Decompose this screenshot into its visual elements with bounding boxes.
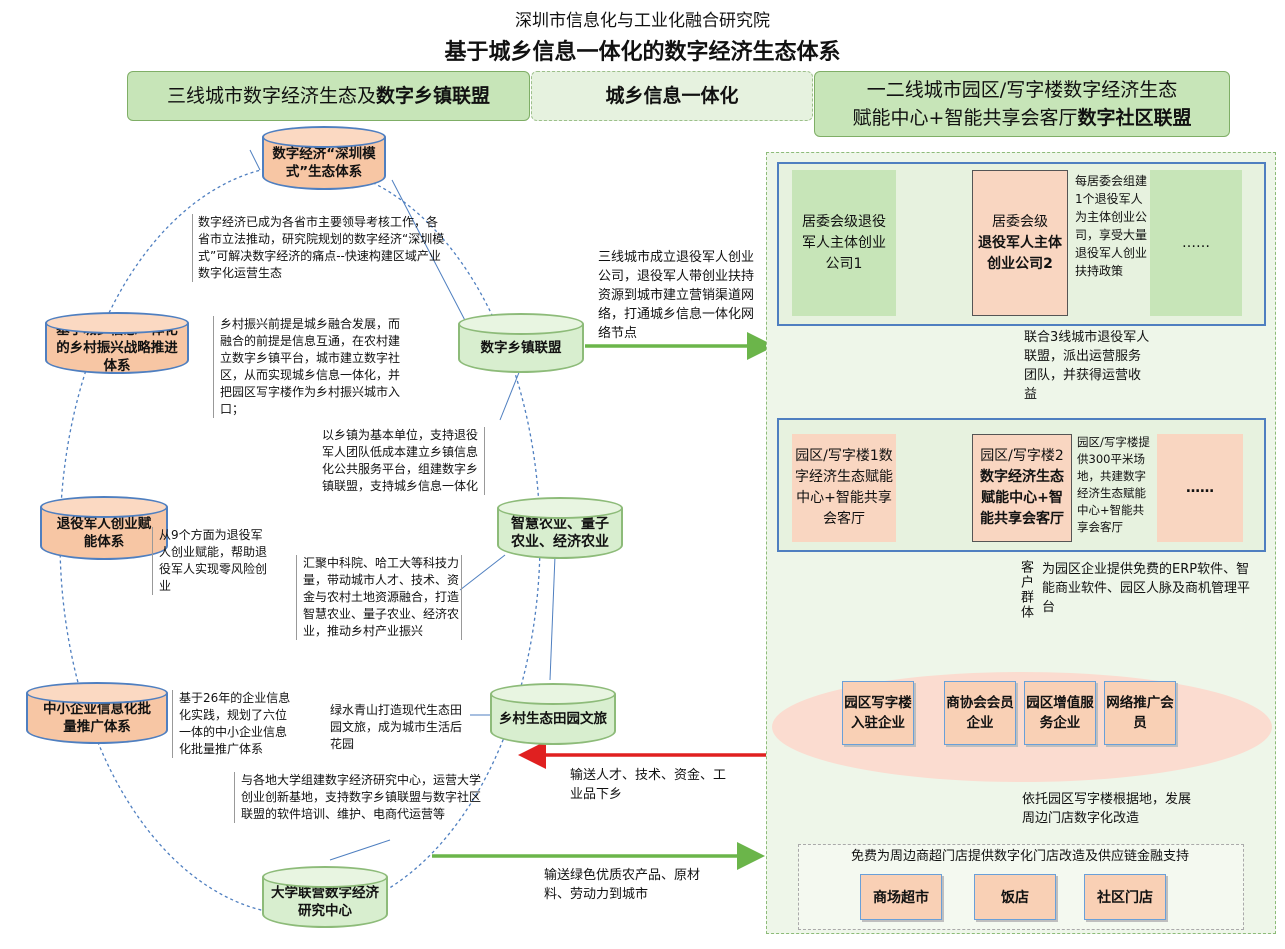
node-rural-revitalization: 基于城乡信息一体化的乡村振兴战略推进体系 <box>45 312 189 374</box>
node-sme-label: 中小企业信息化批量推广体系 <box>26 693 168 744</box>
park-2-prefix: 园区/写字楼2 <box>980 448 1064 464</box>
header-right-line2-prefix: 赋能中心+智能共享会客厅 <box>852 107 1078 129</box>
flow-label-1: 联合3线城市退役军人联盟，派出运营服务团队，并获得运营收益 <box>1024 330 1150 402</box>
client-value-added: 园区增值服务企业 <box>1024 681 1096 745</box>
note-shenzhen: 数字经济已成为各省市主要领导考核工作，各省市立法推动，研究院规划的数字经济“深圳… <box>192 214 448 282</box>
shop-community-store: 社区门店 <box>1084 874 1166 920</box>
company-2-bold: 退役军人主体创业公司2 <box>978 234 1062 272</box>
note-agri: 汇聚中科院、哈工大等科技力量，带动城市人才、技术、资金与农村土地资源融合，打造智… <box>296 555 462 640</box>
node-smart-agri-label: 智慧农业、量子农业、经济农业 <box>497 508 623 559</box>
header-right-line1: 一二线城市园区/写字楼数字经济生态 <box>866 79 1178 101</box>
arrow-label-2: 输送人才、技术、资金、工业品下乡 <box>570 768 727 802</box>
note-veterans: 从9个方面为退役军人创业赋能，帮助退役军人实现零风险创业 <box>152 527 267 595</box>
shop-title: 免费为周边商超门店提供数字化门店改造及供应链金融支持 <box>850 849 1189 864</box>
node-smart-agri: 智慧农业、量子农业、经济农业 <box>497 497 623 559</box>
node-sme: 中小企业信息化批量推广体系 <box>26 682 168 744</box>
company-2-prefix: 居委会级 <box>992 213 1048 230</box>
company-1: 居委会级退役军人主体创业公司1 <box>792 170 896 316</box>
note-sme: 基于26年的企业信息化实践，规划了六位一体的中小企业信息化批量推广体系 <box>172 690 297 758</box>
header-right: 一二线城市园区/写字楼数字经济生态 赋能中心+智能共享会客厅数字社区联盟 <box>814 71 1230 137</box>
node-rural-tour: 乡村生态田园文旅 <box>490 683 616 745</box>
flow-label-2: 为园区企业提供免费的ERP软件、智能商业软件、园区人脉及商机管理平台 <box>1042 562 1251 615</box>
park-2-bold: 数字经济生态赋能中心+智能共享会客厅 <box>980 469 1064 527</box>
client-online-member: 网络推广会员 <box>1104 681 1176 745</box>
header-left: 三线城市数字经济生态及数字乡镇联盟 <box>127 71 530 121</box>
park-2-desc: 园区/写字楼提供300平米场地，共建数字经济生态赋能中心+智能共享会客厅 <box>1077 435 1150 534</box>
company-more: …… <box>1150 170 1242 316</box>
node-shenzhen-model: 数字经济“深圳模式”生态体系 <box>262 126 386 190</box>
node-veterans: 退役军人创业赋能体系 <box>40 496 168 560</box>
client-label: 客户群体 <box>1018 560 1033 620</box>
header-left-prefix: 三线城市数字经济生态及 <box>166 85 376 107</box>
client-chamber-member: 商协会会员企业 <box>944 681 1016 745</box>
client-park-enterprise: 园区写字楼入驻企业 <box>842 681 914 745</box>
node-shenzhen-model-label: 数字经济“深圳模式”生态体系 <box>262 137 386 190</box>
arrow-label-1: 三线城市成立退役军人创业公司，退役军人带创业扶持资源到城市建立营销渠道网络，打通… <box>598 250 755 341</box>
org-name: 深圳市信息化与工业化融合研究院 <box>515 11 770 31</box>
company-2-desc: 每居委会组建1个退役军人为主体创业公司，享受大量退役军人创业扶持政策 <box>1075 174 1148 278</box>
node-digital-town: 数字乡镇联盟 <box>458 313 584 373</box>
header-left-bold: 数字乡镇联盟 <box>376 85 491 107</box>
shop-restaurant: 饭店 <box>974 874 1056 920</box>
note-rural: 乡村振兴前提是城乡融合发展，而融合的前提是信息互通，在农村建立数字乡镇平台，城市… <box>213 316 406 418</box>
arrow-label-3: 输送绿色优质农产品、原材料、劳动力到城市 <box>544 868 701 902</box>
company-2: 居委会级退役军人主体创业公司2 <box>972 170 1068 316</box>
header-right-line2-bold: 数字社区联盟 <box>1077 107 1192 129</box>
flow-label-3: 依托园区写字楼根据地，发展周边门店数字化改造 <box>1022 792 1192 826</box>
node-university: 大学联营数字经济研究中心 <box>262 866 388 928</box>
park-more: …… <box>1157 434 1243 542</box>
park-1: 园区/写字楼1数字经济生态赋能中心+智能共享会客厅 <box>792 434 896 542</box>
header-middle-text: 城乡信息一体化 <box>605 85 739 107</box>
header-middle: 城乡信息一体化 <box>531 71 813 121</box>
note-university: 与各地大学组建数字经济研究中心，运营大学创业创新基地，支持数字乡镇联盟与数字社区… <box>234 772 481 823</box>
park-2: 园区/写字楼2 数字经济生态赋能中心+智能共享会客厅 <box>972 434 1072 542</box>
page-title: 基于城乡信息一体化的数字经济生态体系 <box>444 40 841 65</box>
shop-supermarket: 商场超市 <box>860 874 942 920</box>
note-town: 以乡镇为基本单位，支持退役军人团队低成本建立乡镇信息化公共服务平台，组建数字乡镇… <box>322 427 485 495</box>
note-tour: 绿水青山打造现代生态田园文旅，成为城市生活后花园 <box>330 703 463 751</box>
